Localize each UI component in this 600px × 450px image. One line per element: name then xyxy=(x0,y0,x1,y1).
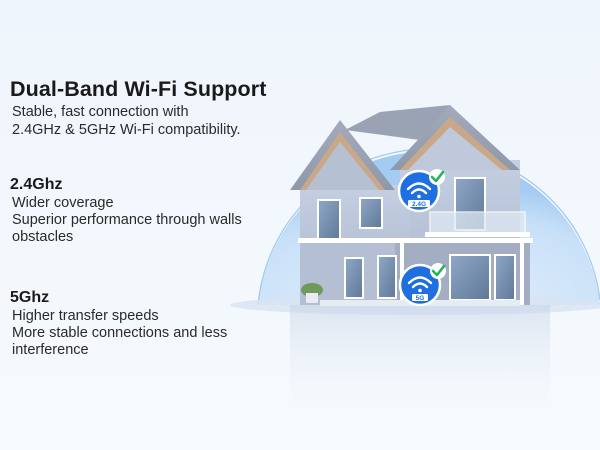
check-icon xyxy=(430,263,446,279)
band-line: Higher transfer speeds xyxy=(12,308,159,324)
wifi-icon xyxy=(407,276,433,293)
check-icon xyxy=(429,169,445,185)
band-title-2-4ghz: 2.4Ghz xyxy=(10,176,63,193)
badge-label: 5G xyxy=(416,295,425,302)
band-line: More stable connections and less xyxy=(12,325,228,341)
band-line: interference xyxy=(12,342,89,358)
subtitle-line: 2.4GHz & 5GHz Wi-Fi compatibility. xyxy=(12,121,241,138)
page-title: Dual-Band Wi-Fi Support xyxy=(10,77,267,101)
band-title-5ghz: 5Ghz xyxy=(10,289,50,306)
badge-label: 2.4G xyxy=(412,201,426,208)
wifi-icon xyxy=(406,182,432,199)
subtitle-line: Stable, fast connection with xyxy=(12,104,189,120)
page-subtitle: Stable, fast connection with 2.4GHz & 5G… xyxy=(12,104,302,139)
router-badge-5g: 5G xyxy=(398,263,446,307)
band-description-5ghz: Higher transfer speeds More stable conne… xyxy=(12,308,302,359)
router-badge-2-4g: 2.4G xyxy=(397,169,445,213)
band-line: obstacles xyxy=(12,229,74,245)
band-description-2-4ghz: Wider coverage Superior performance thro… xyxy=(12,195,302,246)
band-line: Wider coverage xyxy=(12,195,114,211)
band-line: Superior performance through walls xyxy=(12,212,242,228)
